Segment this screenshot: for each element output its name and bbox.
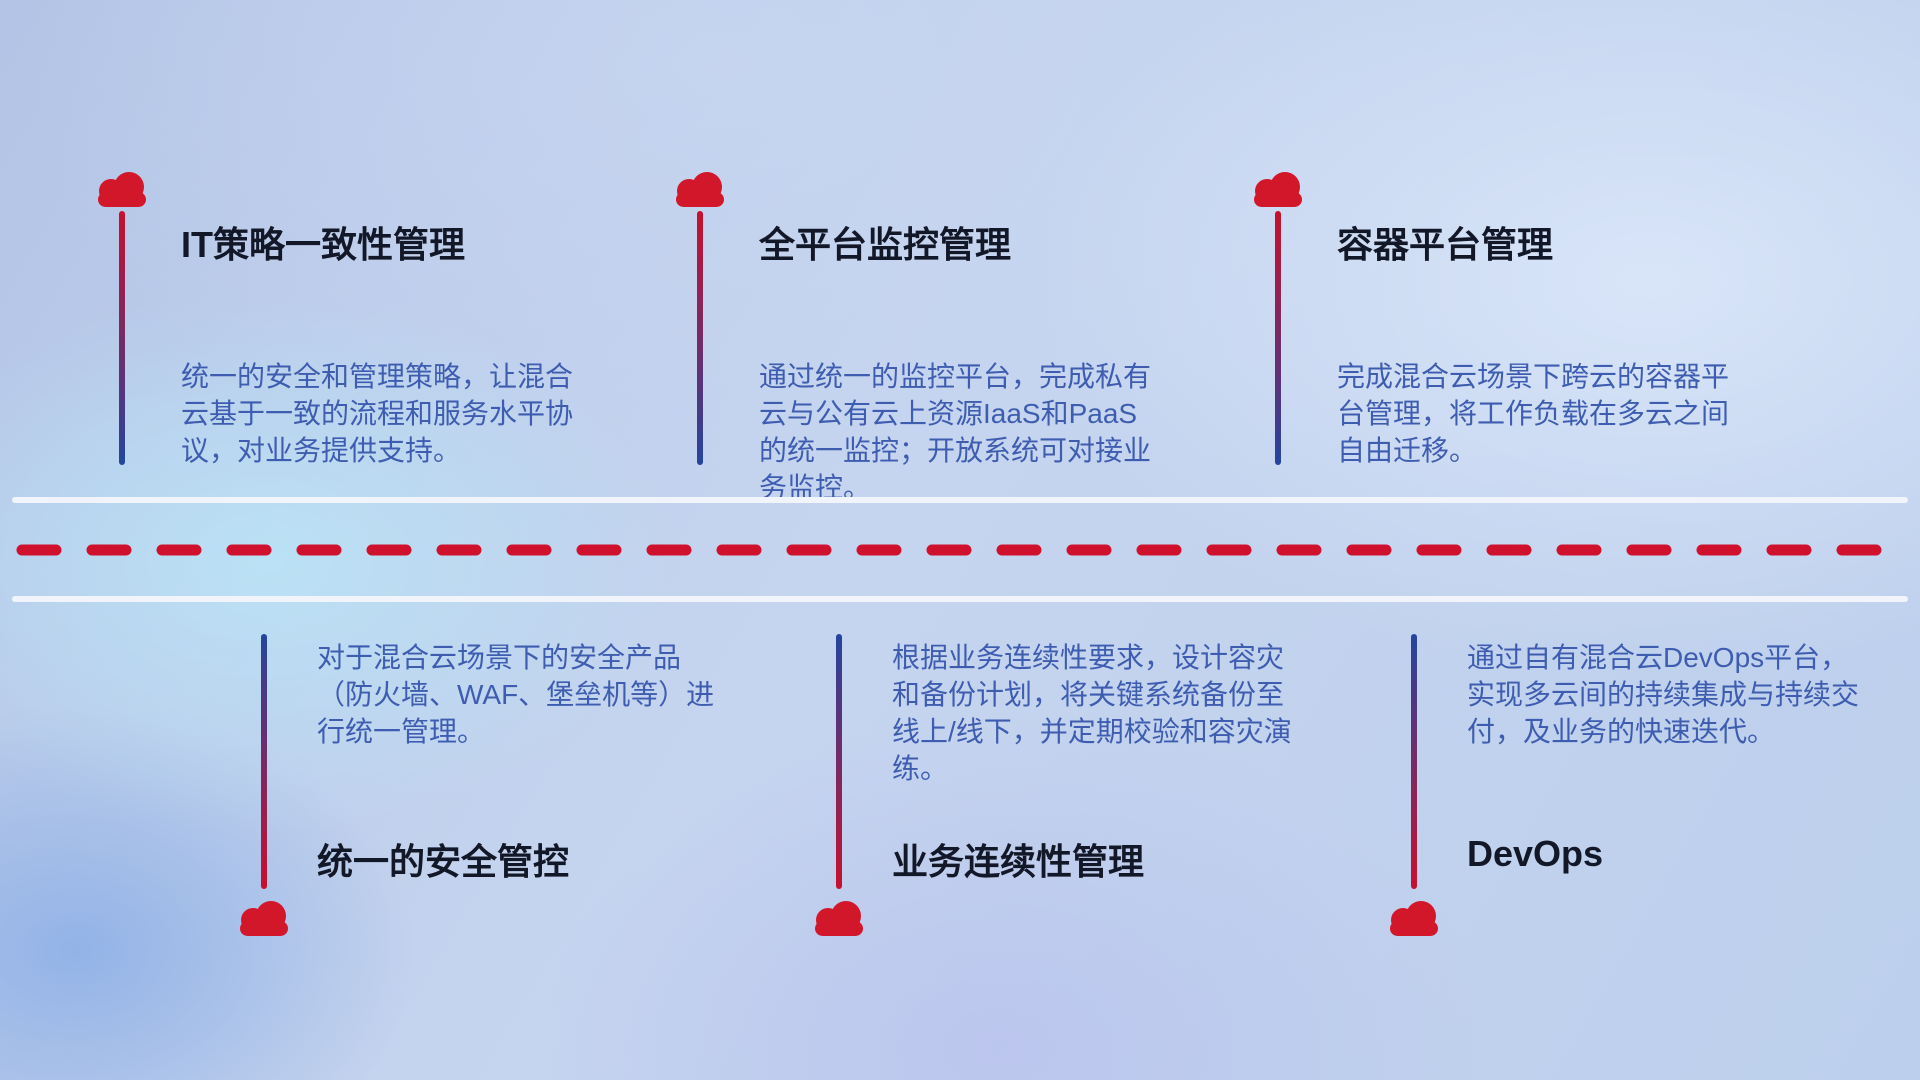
- item-title: 统一的安全管控: [317, 841, 570, 882]
- item-description: 统一的安全和管理策略，让混合云基于一致的流程和服务水平协议，对业务提供支持。: [181, 361, 574, 466]
- item-description: 通过统一的监控平台，完成私有云与公有云上资源IaaS和PaaS的统一监控；开放系…: [759, 361, 1152, 503]
- item-title: 全平台监控管理: [759, 224, 1012, 265]
- capability-item-top-2: 全平台监控管理 通过统一的监控平台，完成私有云与公有云上资源IaaS和PaaS的…: [673, 168, 1151, 503]
- cloud-icon: [815, 901, 863, 936]
- timeline-connector: [1411, 634, 1417, 889]
- cloud-icon: [240, 901, 288, 936]
- item-description: 完成混合云场景下跨云的容器平台管理，将工作负载在多云之间自由迁移。: [1337, 361, 1730, 466]
- item-title: IT策略一致性管理: [181, 224, 465, 265]
- divider-line-bottom: [12, 596, 1908, 602]
- item-title: DevOps: [1467, 833, 1604, 874]
- item-description: 通过自有混合云DevOps平台，实现多云间的持续集成与持续交付，及业务的快速迭代…: [1467, 642, 1860, 747]
- divider-dashed-line: [16, 544, 1904, 556]
- item-description: 对于混合云场景下的安全产品（防火墙、WAF、堡垒机等）进行统一管理。: [317, 642, 715, 747]
- timeline-connector: [261, 634, 267, 889]
- capability-item-top-3: 容器平台管理 完成混合云场景下跨云的容器平台管理，将工作负载在多云之间自由迁移。: [1251, 168, 1729, 466]
- divider-line-top: [12, 497, 1908, 503]
- item-title: 容器平台管理: [1337, 224, 1554, 265]
- item-title: 业务连续性管理: [892, 841, 1145, 882]
- timeline-connector: [836, 634, 842, 889]
- cloud-icon: [676, 172, 724, 207]
- timeline-connector: [1275, 211, 1281, 465]
- cloud-icon: [1390, 901, 1438, 936]
- cloud-icon: [1254, 172, 1302, 207]
- timeline-connector: [119, 211, 125, 465]
- cloud-icon: [98, 172, 146, 207]
- capability-item-top-1: IT策略一致性管理 统一的安全和管理策略，让混合云基于一致的流程和服务水平协议，…: [95, 168, 573, 466]
- item-description: 根据业务连续性要求，设计容灾和备份计划，将关键系统备份至线上/线下，并定期校验和…: [892, 642, 1292, 784]
- timeline-connector: [697, 211, 703, 465]
